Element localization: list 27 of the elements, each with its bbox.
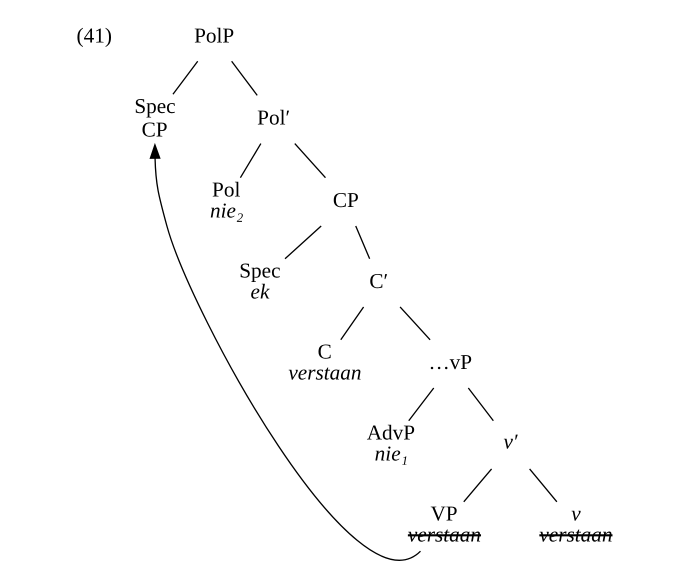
connector [467, 388, 494, 422]
arrow [149, 142, 420, 561]
connector [462, 468, 492, 502]
node-text: Spec CP [134, 94, 176, 142]
node-text: C′ [368, 269, 388, 294]
node-text: Pol′ [256, 106, 290, 130]
node-text: Pol nie₂ [210, 177, 243, 223]
connector [294, 143, 326, 178]
connector [354, 226, 370, 260]
label: (41) [76, 23, 112, 48]
node-text: v′ [502, 430, 518, 454]
node-text: v verstaan [538, 501, 612, 547]
node-text: PolP [194, 23, 234, 48]
connector [284, 225, 322, 260]
node-text: AdvP nie₁ [366, 420, 415, 466]
connector [528, 468, 557, 502]
node-text: CP [332, 188, 358, 212]
connector [239, 143, 261, 178]
connector [399, 306, 430, 340]
node-text: C verstaan [288, 339, 362, 385]
connector [172, 60, 198, 95]
connector [340, 306, 364, 340]
connector [230, 60, 258, 96]
node-text: …vP [428, 350, 472, 374]
connector [408, 388, 434, 422]
node-text: VP verstaan [407, 501, 481, 547]
node-text: Spec ek [238, 258, 280, 304]
